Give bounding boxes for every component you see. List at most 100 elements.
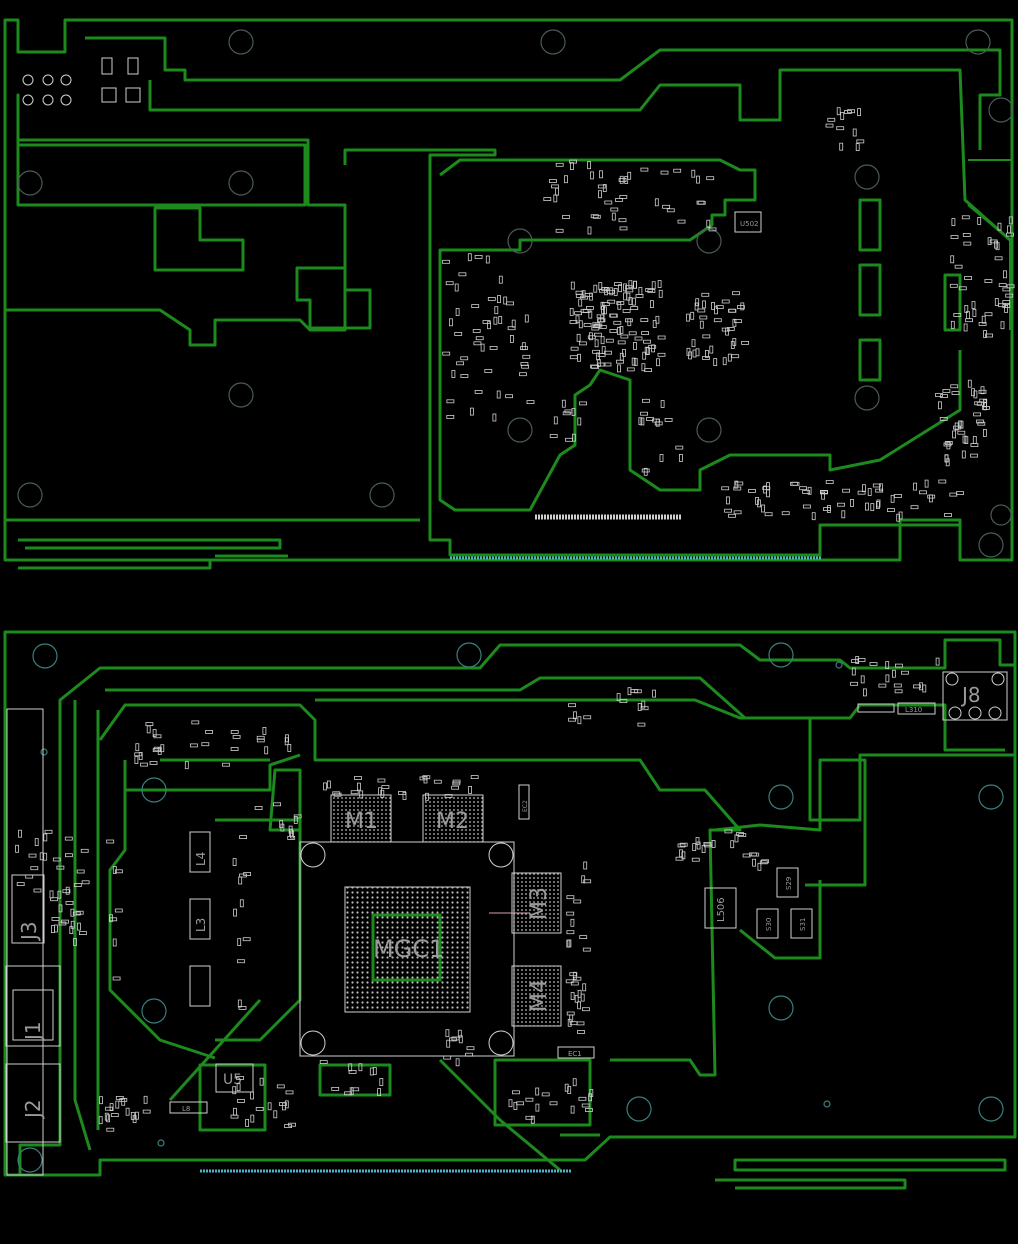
smd-pad bbox=[576, 333, 581, 342]
smd-pad bbox=[619, 226, 628, 231]
smd-pad bbox=[530, 1115, 535, 1124]
l3-component: L3 bbox=[189, 898, 211, 940]
smd-pad bbox=[474, 389, 483, 394]
smd-pad bbox=[51, 917, 60, 921]
smd-pad bbox=[695, 348, 700, 357]
l506-label: L506 bbox=[716, 897, 727, 922]
smd-pad bbox=[565, 979, 574, 984]
smd-pad bbox=[679, 849, 683, 858]
smd-pad bbox=[239, 835, 248, 839]
smd-pad bbox=[572, 1078, 577, 1087]
pad bbox=[42, 74, 54, 86]
smd-pad bbox=[938, 401, 942, 410]
smd-pad bbox=[857, 108, 861, 116]
l8-tall-outline bbox=[189, 965, 211, 1007]
smd-pad bbox=[485, 255, 490, 264]
smd-pad bbox=[708, 227, 717, 232]
smd-pad bbox=[577, 353, 581, 362]
smd-pad bbox=[973, 390, 978, 399]
smd-pad bbox=[273, 1110, 278, 1119]
smd-pad bbox=[734, 319, 742, 324]
smd-pad bbox=[487, 321, 491, 330]
smd-pad bbox=[950, 235, 959, 239]
via bbox=[40, 748, 48, 756]
smd-pad bbox=[79, 931, 87, 935]
smd-pad bbox=[602, 302, 610, 307]
smd-pad bbox=[245, 1119, 250, 1127]
smd-pad bbox=[867, 488, 872, 496]
smd-pad bbox=[857, 490, 866, 495]
smd-pad bbox=[579, 401, 587, 406]
smd-pad bbox=[571, 408, 576, 416]
pin bbox=[991, 672, 1005, 686]
smd-pad bbox=[242, 937, 251, 942]
smd-pad bbox=[638, 417, 643, 426]
smd-pad bbox=[942, 389, 951, 393]
mounting-hole bbox=[626, 1096, 652, 1122]
smd-pad bbox=[590, 171, 594, 180]
smd-pad bbox=[452, 781, 461, 786]
smd-pad bbox=[555, 187, 559, 196]
smd-pad bbox=[605, 338, 614, 343]
smd-pad bbox=[757, 862, 762, 871]
l3-label: L3 bbox=[194, 918, 208, 932]
smd-pad bbox=[637, 703, 642, 711]
smd-pad bbox=[577, 417, 582, 426]
smd-pad bbox=[701, 292, 710, 297]
smd-pad bbox=[567, 939, 572, 948]
smd-pad bbox=[919, 682, 923, 691]
mounting-holes-bottom bbox=[17, 642, 1004, 1173]
smd-pad bbox=[713, 358, 718, 367]
smd-pad bbox=[496, 390, 501, 399]
mounting-hole bbox=[965, 29, 991, 55]
smd-pad bbox=[599, 170, 603, 179]
smd-pad bbox=[836, 126, 845, 131]
smd-pad bbox=[526, 400, 535, 405]
left-connector-strip bbox=[6, 708, 44, 1176]
smd-pad bbox=[51, 925, 55, 933]
ec1-component: EC1 bbox=[557, 1046, 595, 1059]
smd-pad bbox=[585, 1108, 593, 1112]
smd-pad bbox=[959, 420, 964, 429]
smd-pad bbox=[821, 491, 825, 500]
pad bbox=[125, 87, 141, 103]
smd-pad bbox=[856, 139, 865, 144]
smd-pad bbox=[480, 343, 485, 352]
smd-pad bbox=[598, 282, 603, 291]
smd-pad bbox=[619, 175, 624, 184]
smd-pad bbox=[25, 874, 34, 879]
smd-pad bbox=[827, 505, 831, 513]
smd-pad bbox=[965, 318, 973, 323]
smd-pad bbox=[949, 492, 958, 497]
smd-pad bbox=[827, 117, 836, 122]
top-right-edge bbox=[967, 159, 1012, 330]
smd-pad bbox=[443, 1055, 452, 1060]
m3-label: M3 bbox=[527, 887, 552, 920]
smd-pad bbox=[820, 490, 828, 495]
smd-pad bbox=[962, 435, 967, 444]
smd-pad bbox=[43, 852, 48, 861]
bottom-board-outline bbox=[3, 630, 1017, 1177]
smd-pad bbox=[285, 1090, 294, 1095]
smd-pad bbox=[569, 159, 577, 164]
smd-pad bbox=[469, 407, 474, 416]
smd-pad bbox=[732, 291, 740, 296]
smd-pad bbox=[114, 908, 123, 913]
smd-pad bbox=[570, 1105, 575, 1114]
smd-pad bbox=[627, 171, 632, 180]
j8-label: J8 bbox=[960, 683, 981, 707]
smd-pad bbox=[962, 232, 971, 237]
mounting-hole bbox=[978, 1096, 1004, 1122]
top-component-cluster bbox=[442, 107, 1015, 522]
smd-pad bbox=[134, 756, 139, 764]
smd-pad bbox=[543, 197, 552, 202]
smd-pad bbox=[444, 794, 453, 798]
smd-pad bbox=[289, 828, 294, 837]
mgc1-core-pour bbox=[371, 913, 442, 982]
mounting-hole bbox=[768, 995, 794, 1021]
mounting-hole bbox=[507, 417, 533, 443]
smd-pad bbox=[69, 926, 74, 934]
mounting-hole bbox=[854, 164, 880, 190]
smd-pad bbox=[549, 434, 558, 438]
smd-pad bbox=[703, 842, 712, 846]
